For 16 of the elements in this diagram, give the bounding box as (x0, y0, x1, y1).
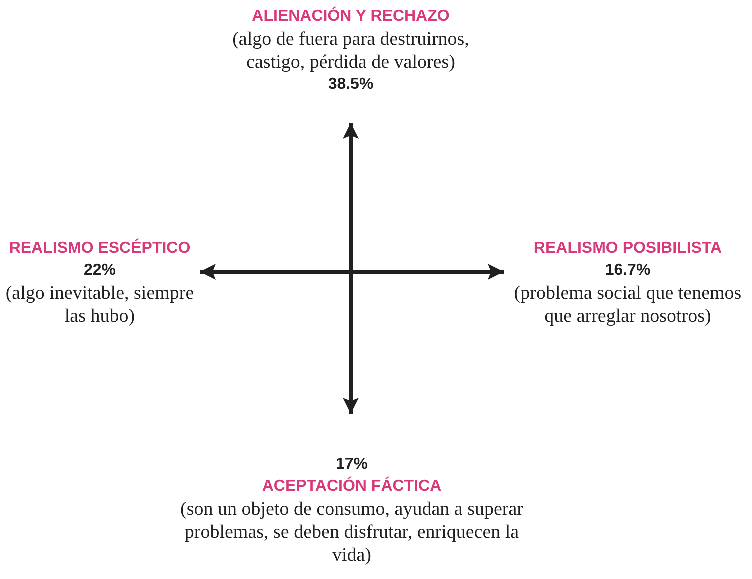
description-text: (son un objeto de consumo, ayudan a superar problemas, se deben disfrutar, enriquecen la vida) (180, 498, 524, 567)
category-heading: ALIENACIÓN Y RECHAZO (252, 6, 450, 27)
category-heading: REALISMO ESCÉPTICO (9, 238, 191, 259)
percentage-label: 16.7% (605, 261, 651, 281)
percentage-label: 38.5% (328, 75, 374, 95)
description-text: (algo de fuera para destruirnos, castigo, pérdida de valores) (232, 28, 470, 74)
arrow (343, 123, 359, 272)
arrow (343, 272, 359, 414)
arrow (200, 264, 351, 280)
percentage-label: 22% (84, 261, 116, 281)
category-heading: REALISMO POSIBILISTA (534, 239, 722, 259)
percentage-label: 17% (336, 455, 368, 475)
description-text: (problema social que tenemos que arreglar nosotros) (513, 282, 743, 328)
category-heading: ACEPTACIÓN FÁCTICA (262, 476, 442, 497)
arrow (351, 264, 504, 280)
description-text: (algo inevitable, siempre las hubo) (4, 282, 196, 328)
